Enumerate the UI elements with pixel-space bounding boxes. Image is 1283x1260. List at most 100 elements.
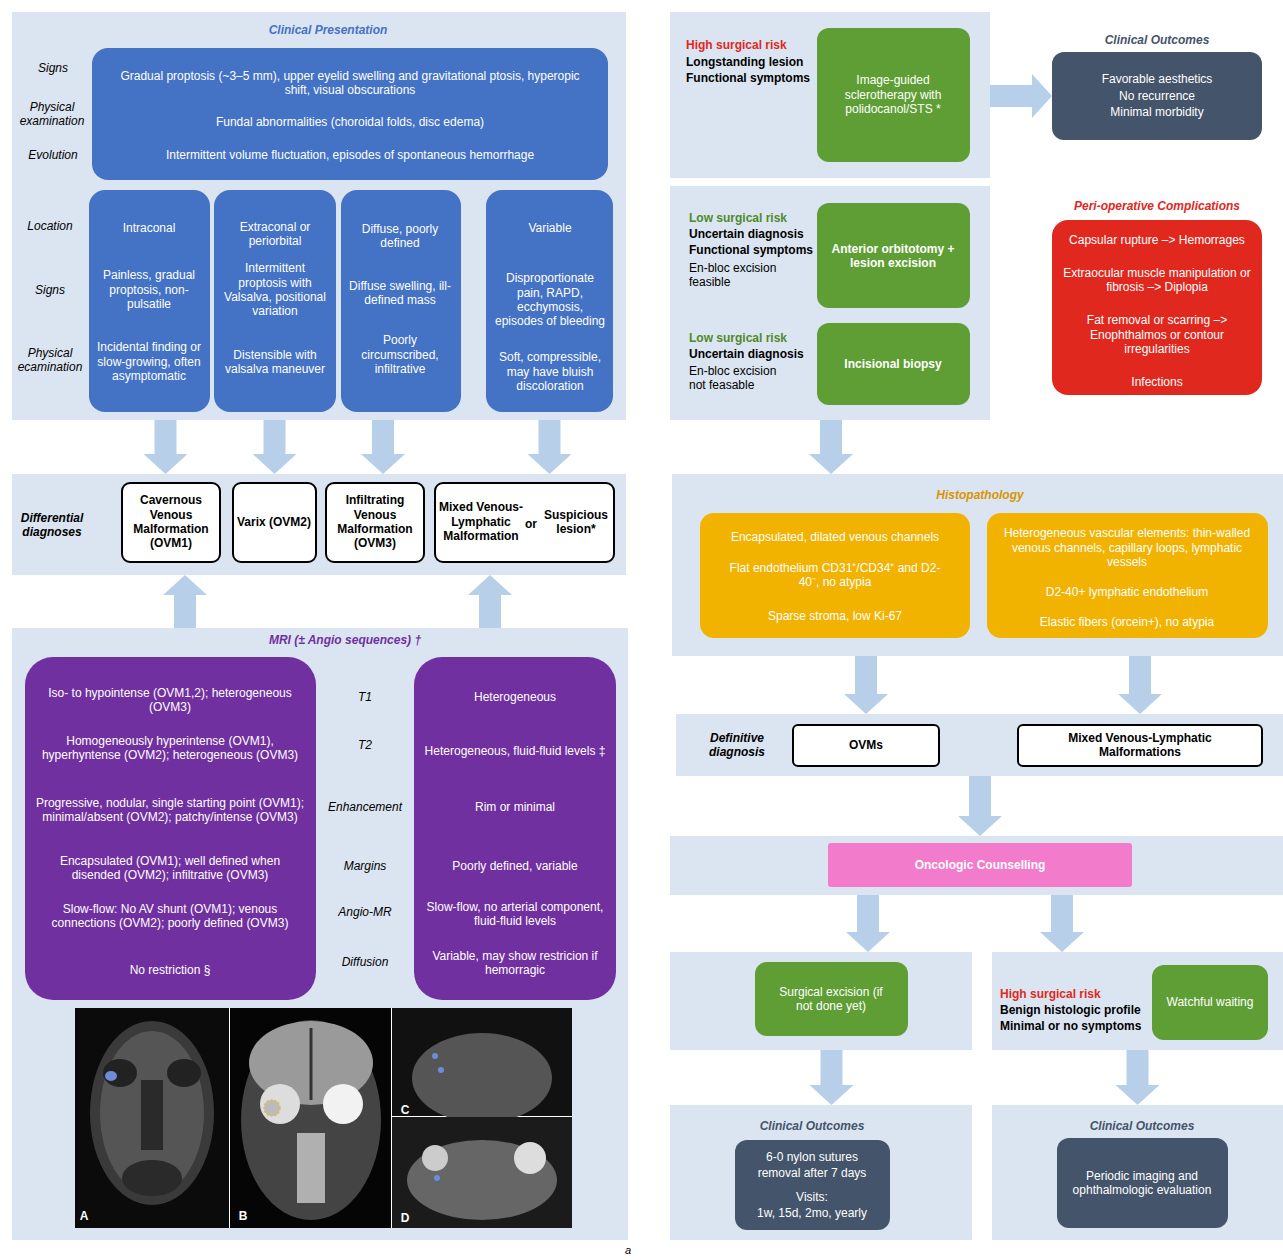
illustration-shape — [310, 1028, 313, 1100]
box-text: Benign histologic profile — [1000, 1003, 1150, 1017]
panel-letter: A — [74, 1209, 94, 1223]
illustration-shape — [122, 1160, 182, 1196]
box-text: Visits: — [740, 1190, 885, 1204]
box-text: Low surgical risk — [689, 331, 815, 345]
box-text: Iso- to hypointense (OVM1,2); heterogene… — [35, 686, 305, 715]
box-text: OVMs — [801, 738, 931, 752]
illustration-shape — [75, 1008, 572, 1228]
box-text: Physical examination — [13, 100, 91, 129]
illustration-shape — [90, 1021, 214, 1205]
box-text: Infections — [1060, 375, 1255, 389]
box-text: Homogeneously hyperintense (OVM1), hyper… — [35, 734, 305, 763]
treatment-box: Watchful waiting — [1152, 965, 1268, 1040]
box-text: Signs — [12, 283, 88, 297]
illustration-shape — [141, 1080, 163, 1150]
band-panel — [670, 836, 1283, 895]
box-text: Diffuse, poorly defined — [346, 222, 454, 251]
box-text: Oncologic Counselling — [840, 858, 1120, 872]
box-text: Location — [12, 219, 88, 233]
box-text: Heterogeneous vascular elements: thin-wa… — [996, 526, 1258, 569]
box-text: Varix (OVM2) — [235, 515, 313, 529]
box-text: Mixed Venous-Lymphatic Malformations — [1050, 731, 1230, 760]
illustration-shape — [422, 1145, 448, 1171]
box-text: Poorly circumscribed, infiltrative — [346, 333, 454, 376]
box-text: Rim or minimal — [423, 800, 608, 814]
outcome-box: 6-0 nylon suturesremoval after 7 daysVis… — [735, 1140, 890, 1230]
box-text: Infiltrating Venous Malformation (OVM3) — [329, 493, 421, 551]
box-text: Functional symptoms — [689, 243, 815, 257]
box-text: Peri-operative Complications — [1052, 199, 1262, 213]
box-text: or — [524, 517, 538, 531]
box-text: Favorable aesthetics — [1060, 72, 1255, 86]
box-text: Histopathology — [880, 488, 1080, 502]
panel-letter: B — [233, 1209, 253, 1223]
block-arrow — [253, 412, 297, 482]
band-panel: MRI (± Angio sequences) †T1T2Enhancement… — [12, 628, 628, 1240]
process-box: Diffuse, poorly definedDiffuse swelling,… — [341, 190, 461, 412]
band-panel: Low surgical riskUncertain diagnosis Func… — [670, 186, 990, 420]
box-text: Capsular rupture –> Hemorrages — [1060, 233, 1255, 247]
box-text: Watchful waiting — [1160, 995, 1260, 1009]
box-text: En-bloc excision not feasable — [689, 364, 789, 393]
box-text: Uncertain diagnosis — [689, 347, 815, 361]
box-text: Minimal morbidity — [1060, 105, 1255, 119]
box-text: Extraocular muscle manipulation or fibro… — [1060, 266, 1255, 295]
box-text: Slow-flow, no arterial component, fluid-… — [423, 900, 608, 929]
treatment-box: Surgical excision (if not done yet) — [755, 962, 908, 1036]
outcome-box: Clinical OutcomesFavorable aestheticsNo … — [1052, 52, 1262, 140]
box-text: T1 — [320, 690, 410, 704]
panel-letter: C — [395, 1103, 415, 1117]
outcome-box: Periodic imaging and ophthalmologic eval… — [1057, 1138, 1228, 1228]
process-box: Gradual proptosis (~3–5 mm), upper eyeli… — [92, 48, 608, 180]
box-text: Evolution — [15, 148, 91, 162]
block-arrow — [1040, 887, 1084, 952]
illustration-shape — [230, 1008, 391, 1228]
box-text: D2-40+ lymphatic endothelium — [996, 585, 1258, 599]
diagnosis-box: Cavernous Venous Malformation (OVM1) — [121, 482, 221, 563]
box-text: Slow-flow: No AV shunt (OVM1); venous co… — [35, 902, 305, 931]
box-text: Mixed Venous-Lymphatic Malformation — [437, 500, 525, 543]
block-arrow — [144, 412, 188, 482]
illustration-shape — [412, 1033, 552, 1123]
box-text: Surgical excision (if not done yet) — [771, 985, 891, 1014]
process-box: VariableDisproportionate pain, RAPD, ecc… — [486, 190, 613, 412]
box-text: Clinical Outcomes — [1042, 1119, 1242, 1133]
box-text: Disproportionate pain, RAPD, ecchymosis,… — [493, 271, 608, 329]
box-text: removal after 7 days — [740, 1166, 885, 1180]
treatment-box: Anterior orbitotomy + lesion excision — [817, 203, 970, 308]
process-box: IntraconalPainless, gradual proptosis, n… — [89, 190, 210, 412]
box-text: Cavernous Venous Malformation (OVM1) — [125, 493, 217, 551]
box-text: Enhancement — [320, 800, 410, 814]
illustration-shape — [260, 1084, 300, 1124]
band-panel: High surgical riskLongstanding lesionFun… — [670, 12, 990, 178]
box-text: Diffusion — [320, 955, 410, 969]
box-text: Intermittent volume fluctuation, episode… — [110, 148, 590, 162]
box-text: Clinical Presentation — [178, 23, 478, 37]
box-text: Fundal abnormalities (choroidal folds, d… — [110, 115, 590, 129]
box-text: Diffuse swelling, ill-defined mass — [346, 279, 454, 308]
box-text: Anterior orbitotomy + lesion excision — [828, 242, 958, 271]
illustration-shape — [167, 1059, 201, 1087]
illustration-shape — [432, 1053, 438, 1059]
box-text: Flat endothelium CD31⁺/CD34⁺ and D2-40⁻,… — [725, 561, 945, 590]
mri-box: HeterogeneousHeterogeneous, fluid-fluid … — [414, 657, 616, 1000]
box-text: Variable, may show restricion if hemorra… — [423, 949, 608, 978]
mri-box: Iso- to hypointense (OVM1,2); heterogene… — [25, 657, 316, 1000]
box-text: Painless, gradual proptosis, non-pulsati… — [95, 268, 203, 311]
box-text: Gradual proptosis (~3–5 mm), upper eyeli… — [110, 69, 590, 98]
box-text: Differential diagnoses — [12, 511, 92, 540]
box-text: Intraconal — [95, 221, 203, 235]
diagnosis-box: OVMs — [792, 724, 940, 767]
band-panel: High surgical riskBenign histologic prof… — [992, 952, 1283, 1050]
box-text: Image-guided sclerotherapy with polidoca… — [826, 73, 961, 116]
box-text: Variable — [493, 221, 608, 235]
histology-box: Heterogeneous vascular elements: thin-wa… — [987, 513, 1268, 638]
box-text: Periodic imaging and ophthalmologic eval… — [1067, 1169, 1217, 1198]
illustration-shape — [75, 1008, 229, 1228]
illustration-shape — [323, 1084, 363, 1124]
box-text: Encapsulated (OVM1); well defined when d… — [35, 854, 305, 883]
illustration-shape — [241, 1020, 381, 1220]
diagnosis-box: Infiltrating Venous Malformation (OVM3) — [325, 482, 425, 563]
illustration-shape — [514, 1142, 546, 1174]
box-text: Clinical Outcomes — [1057, 33, 1257, 47]
